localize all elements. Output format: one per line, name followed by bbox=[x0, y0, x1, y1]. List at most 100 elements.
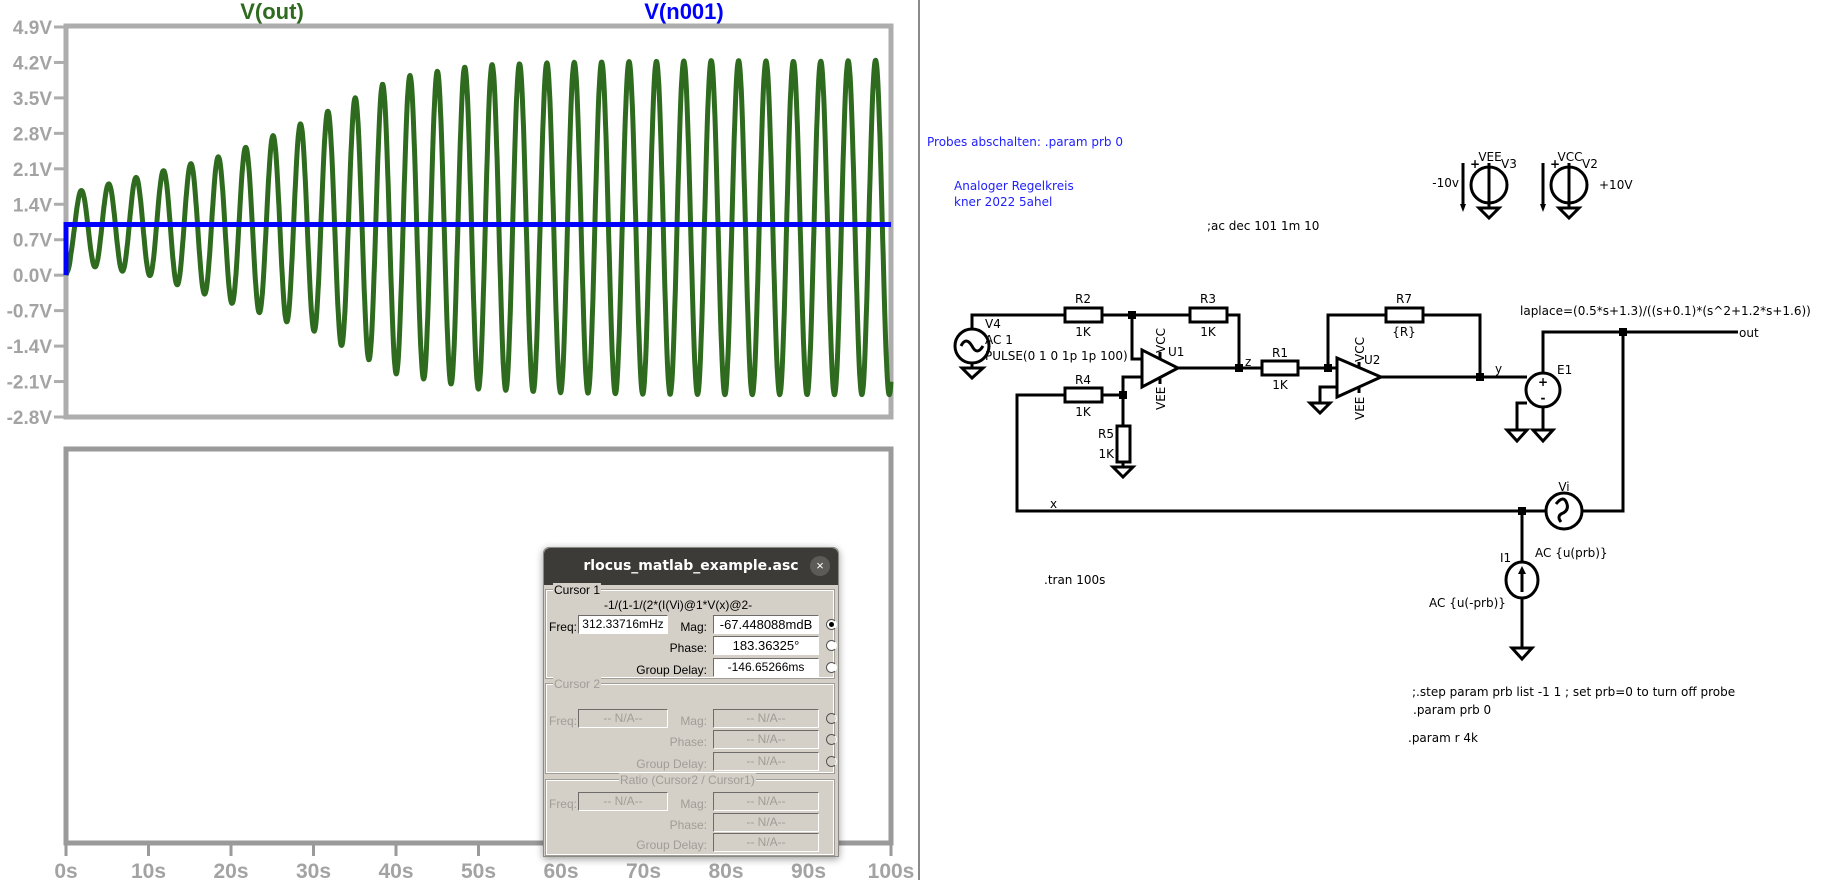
directive-param-prb[interactable]: .param prb 0 bbox=[1413, 703, 1491, 717]
ratio-gd-label: Group Delay: bbox=[636, 838, 707, 852]
net-label-out[interactable]: out bbox=[1739, 326, 1759, 340]
vout-trace[interactable] bbox=[63, 57, 894, 398]
y-tick-label: 0.0V bbox=[13, 266, 52, 287]
comment-probes[interactable]: Probes abschalten: .param prb 0 bbox=[927, 135, 1123, 149]
cursor2-mag-field[interactable]: -- N/A-- bbox=[713, 709, 819, 728]
ratio-mag-field[interactable]: -- N/A-- bbox=[713, 792, 819, 811]
cursor1-legend: Cursor 1 bbox=[553, 583, 602, 597]
i1-name: I1 bbox=[1500, 551, 1511, 565]
y-tick-label: -0.7V bbox=[7, 302, 53, 323]
net-label-z[interactable]: z bbox=[1245, 355, 1251, 369]
directive-tran[interactable]: .tran 100s bbox=[1044, 573, 1105, 587]
v2-value[interactable]: +10V bbox=[1599, 178, 1633, 192]
r2-value[interactable]: 1K bbox=[1075, 325, 1092, 339]
r7-value[interactable]: {R} bbox=[1392, 325, 1416, 339]
cursor2-phase-field[interactable]: -- N/A-- bbox=[713, 730, 819, 749]
cursor-dialog[interactable]: rlocus_matlab_example.asc × Cursor 1 -1/… bbox=[543, 547, 839, 857]
ratio-freq-field[interactable]: -- N/A-- bbox=[578, 792, 668, 811]
comment-step[interactable]: ;.step param prb list -1 1 ; set prb=0 t… bbox=[1412, 685, 1735, 699]
y-tick-label: 4.2V bbox=[13, 53, 52, 74]
net-label-x[interactable]: x bbox=[1050, 497, 1057, 511]
v4-ac[interactable]: AC 1 bbox=[985, 333, 1013, 347]
directive-param-r[interactable]: .param r 4k bbox=[1408, 731, 1478, 745]
x-tick-label: 40s bbox=[378, 860, 413, 880]
pane-divider[interactable] bbox=[918, 0, 920, 880]
supply-v3[interactable]: + VEE V3 -10v bbox=[1432, 150, 1517, 212]
v4-value[interactable]: PULSE(0 1 0 1p 1p 100) bbox=[985, 349, 1128, 363]
vi-name: Vi bbox=[1558, 480, 1569, 494]
sine-icon bbox=[1554, 497, 1569, 523]
cursor2-mag-radio[interactable] bbox=[826, 713, 837, 724]
resistor-r1[interactable]: R1 1K bbox=[1260, 346, 1300, 392]
v2-name: V2 bbox=[1582, 157, 1598, 171]
ratio-group: Ratio (Cursor2 / Cursor1) Freq: -- N/A--… bbox=[545, 773, 835, 856]
y-tick-label: -2.1V bbox=[7, 373, 53, 394]
current-source-i1[interactable]: I1 AC {u(prb)} AC {u(-prb)} bbox=[1429, 546, 1608, 610]
r5-name: R5 bbox=[1098, 427, 1114, 441]
comment-ac[interactable]: ;ac dec 101 1m 10 bbox=[1207, 219, 1319, 233]
r3-value[interactable]: 1K bbox=[1200, 325, 1217, 339]
u2-name: U2 bbox=[1364, 353, 1380, 367]
trace-label-vout[interactable]: V(out) bbox=[240, 0, 304, 24]
vn001-trace[interactable] bbox=[63, 222, 891, 276]
resistor-r4[interactable]: R4 1K bbox=[1063, 373, 1104, 419]
ratio-phase-field[interactable]: -- N/A-- bbox=[713, 813, 819, 832]
r4-value[interactable]: 1K bbox=[1075, 405, 1092, 419]
x-tick-label: 80s bbox=[708, 860, 743, 880]
trace-label-vn001[interactable]: V(n001) bbox=[644, 0, 723, 24]
dialog-title[interactable]: rlocus_matlab_example.asc bbox=[544, 548, 838, 585]
opamp-u2[interactable]: VCC VEE U2 bbox=[1335, 337, 1385, 420]
cursor2-phase-radio[interactable] bbox=[826, 734, 837, 745]
svg-text:-: - bbox=[1541, 391, 1546, 405]
supply-v2[interactable]: + VCC V2 +10V bbox=[1540, 150, 1633, 212]
cursor2-gd-field[interactable]: -- N/A-- bbox=[713, 752, 819, 771]
cursor2-freq-field[interactable]: -- N/A-- bbox=[578, 709, 668, 728]
x-tick-label: 0s bbox=[54, 860, 77, 880]
r1-value[interactable]: 1K bbox=[1272, 378, 1289, 392]
svg-text:+: + bbox=[1550, 157, 1560, 171]
x-tick-label: 70s bbox=[626, 860, 661, 880]
resistor-r7[interactable]: R7 {R} bbox=[1384, 292, 1425, 339]
cursor1-phase-field[interactable]: 183.36325° bbox=[713, 636, 819, 655]
cursor1-expression: -1/(1-1/(2*(I(Vi)@1*V(x)@2- bbox=[604, 598, 753, 612]
comment-title2[interactable]: kner 2022 5ahel bbox=[954, 195, 1052, 209]
schematic-pane[interactable]: Probes abschalten: .param prb 0 Analoger… bbox=[920, 0, 1838, 880]
ground-symbols bbox=[958, 206, 1583, 662]
voltage-source-vi[interactable]: Vi bbox=[1544, 480, 1584, 531]
ratio-mag-label: Mag: bbox=[680, 797, 707, 811]
laplace-expression[interactable]: laplace=(0.5*s+1.3)/((s+0.1)*(s^2+1.2*s+… bbox=[1520, 304, 1811, 318]
arrow-down-icon bbox=[1540, 204, 1546, 212]
dependent-source-e1[interactable]: + - E1 bbox=[1524, 363, 1572, 409]
u1-name: U1 bbox=[1168, 345, 1184, 359]
y-axis: 4.9V4.2V3.5V2.8V2.1V1.4V0.7V0.0V-0.7V-1.… bbox=[7, 18, 66, 429]
u1-vee: VEE bbox=[1154, 387, 1168, 410]
u1-vcc: VCC bbox=[1154, 328, 1168, 353]
y-tick-label: -1.4V bbox=[7, 337, 53, 358]
r5-value[interactable]: 1K bbox=[1098, 447, 1115, 461]
cursor2-gd-radio[interactable] bbox=[826, 756, 837, 767]
resistor-r3[interactable]: R3 1K bbox=[1188, 292, 1229, 339]
net-label-y[interactable]: y bbox=[1495, 362, 1502, 376]
cursor1-gd-field[interactable]: -146.65266ms bbox=[713, 658, 819, 677]
ratio-legend: Ratio (Cursor2 / Cursor1) bbox=[619, 773, 756, 787]
cursor1-mag-field[interactable]: -67.448088mdB bbox=[713, 615, 819, 634]
comment-title1[interactable]: Analoger Regelkreis bbox=[954, 179, 1074, 193]
cursor2-freq-label: Freq: bbox=[548, 714, 577, 728]
cursor1-mag-radio[interactable] bbox=[826, 619, 837, 630]
cursor1-phase-radio[interactable] bbox=[826, 640, 837, 651]
cursor1-freq-field[interactable]: 312.33716mHz bbox=[578, 615, 668, 634]
i1-ac-top[interactable]: AC {u(prb)} bbox=[1535, 546, 1608, 560]
cursor1-gd-radio[interactable] bbox=[826, 662, 837, 673]
ratio-gd-field[interactable]: -- N/A-- bbox=[713, 833, 819, 852]
u2-vcc: VCC bbox=[1353, 337, 1367, 362]
resistor-r2[interactable]: R2 1K bbox=[1063, 292, 1104, 339]
resistor-r5[interactable]: R5 1K bbox=[1098, 424, 1132, 464]
voltage-source-v4[interactable]: V4 AC 1 PULSE(0 1 0 1p 1p 100) bbox=[953, 317, 1128, 365]
i1-ac-bottom[interactable]: AC {u(-prb)} bbox=[1429, 596, 1506, 610]
y-tick-label: -2.8V bbox=[7, 408, 53, 429]
close-icon[interactable]: × bbox=[810, 556, 830, 576]
v3-value[interactable]: -10v bbox=[1432, 176, 1459, 190]
r7-name: R7 bbox=[1396, 292, 1412, 306]
x-tick-label: 30s bbox=[296, 860, 331, 880]
opamp-u1[interactable]: VCC VEE U1 bbox=[1140, 328, 1184, 410]
